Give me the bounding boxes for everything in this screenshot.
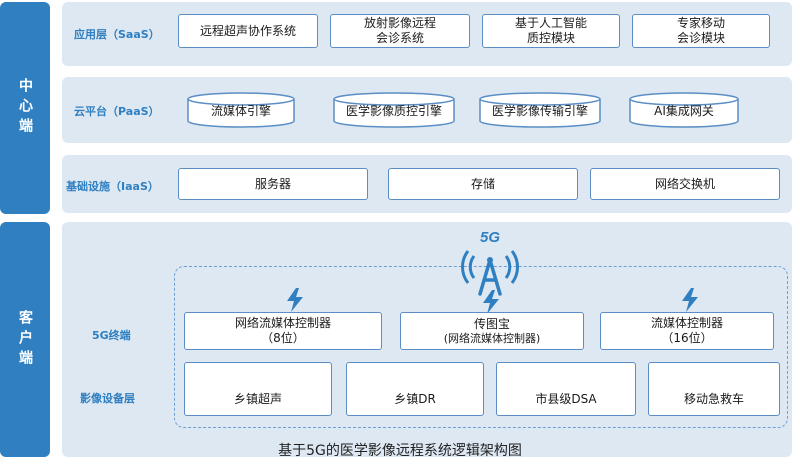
- device-item-dr: 乡镇DR: [346, 362, 484, 416]
- device-item-ambulance: 移动急救车: [648, 362, 780, 416]
- device-item-ultrasound: 乡镇超声: [184, 362, 332, 416]
- paas-ai-gateway: AI集成网关: [628, 91, 740, 129]
- client-side-label: 客户端: [17, 309, 33, 370]
- client-dashed-boundary: [174, 266, 788, 428]
- terminal-item-16bit: 流媒体控制器 （16位）: [600, 312, 774, 350]
- saas-item-mobile: 专家移动 会诊模块: [632, 14, 770, 48]
- saas-layer-label: 应用层（SaaS）: [74, 28, 160, 41]
- center-side-bar: 中心端: [0, 2, 50, 214]
- iaas-layer-label: 基础设施（IaaS）: [66, 180, 159, 193]
- terminal-item-8bit: 网络流媒体控制器 （8位）: [184, 312, 382, 350]
- signal-bolt-icon: [285, 288, 305, 316]
- iaas-item-server: 服务器: [178, 168, 368, 200]
- 5g-badge: 5G: [480, 229, 500, 246]
- center-side-label: 中心端: [17, 78, 33, 138]
- device-layer-label: 影像设备层: [80, 392, 135, 405]
- saas-item-ultrasound: 远程超声协作系统: [178, 14, 318, 48]
- device-item-dsa: 市县级DSA: [496, 362, 636, 416]
- iaas-item-storage: 存储: [388, 168, 578, 200]
- 5g-antenna-icon: 5G: [458, 226, 522, 296]
- figure-caption: 基于5G的医学影像远程系统逻辑架构图: [278, 443, 522, 459]
- client-side-bar: 客户端: [0, 222, 50, 457]
- paas-layer-label: 云平台（PaaS）: [74, 105, 160, 118]
- paas-engine-transfer: 医学影像传输引擎: [478, 91, 602, 129]
- saas-item-radiology: 放射影像远程 会诊系统: [330, 14, 470, 48]
- paas-engine-streaming: 流媒体引擎: [186, 91, 296, 129]
- signal-bolt-icon: [481, 290, 501, 318]
- terminal-item-chuantubao: 传图宝 (网络流媒体控制器): [400, 312, 584, 350]
- signal-bolt-icon: [680, 288, 700, 316]
- terminal-layer-label: 5G终端: [92, 329, 131, 342]
- paas-engine-qc: 医学影像质控引擎: [332, 91, 456, 129]
- iaas-item-switch: 网络交换机: [590, 168, 780, 200]
- saas-item-ai-qc: 基于人工智能 质控模块: [482, 14, 620, 48]
